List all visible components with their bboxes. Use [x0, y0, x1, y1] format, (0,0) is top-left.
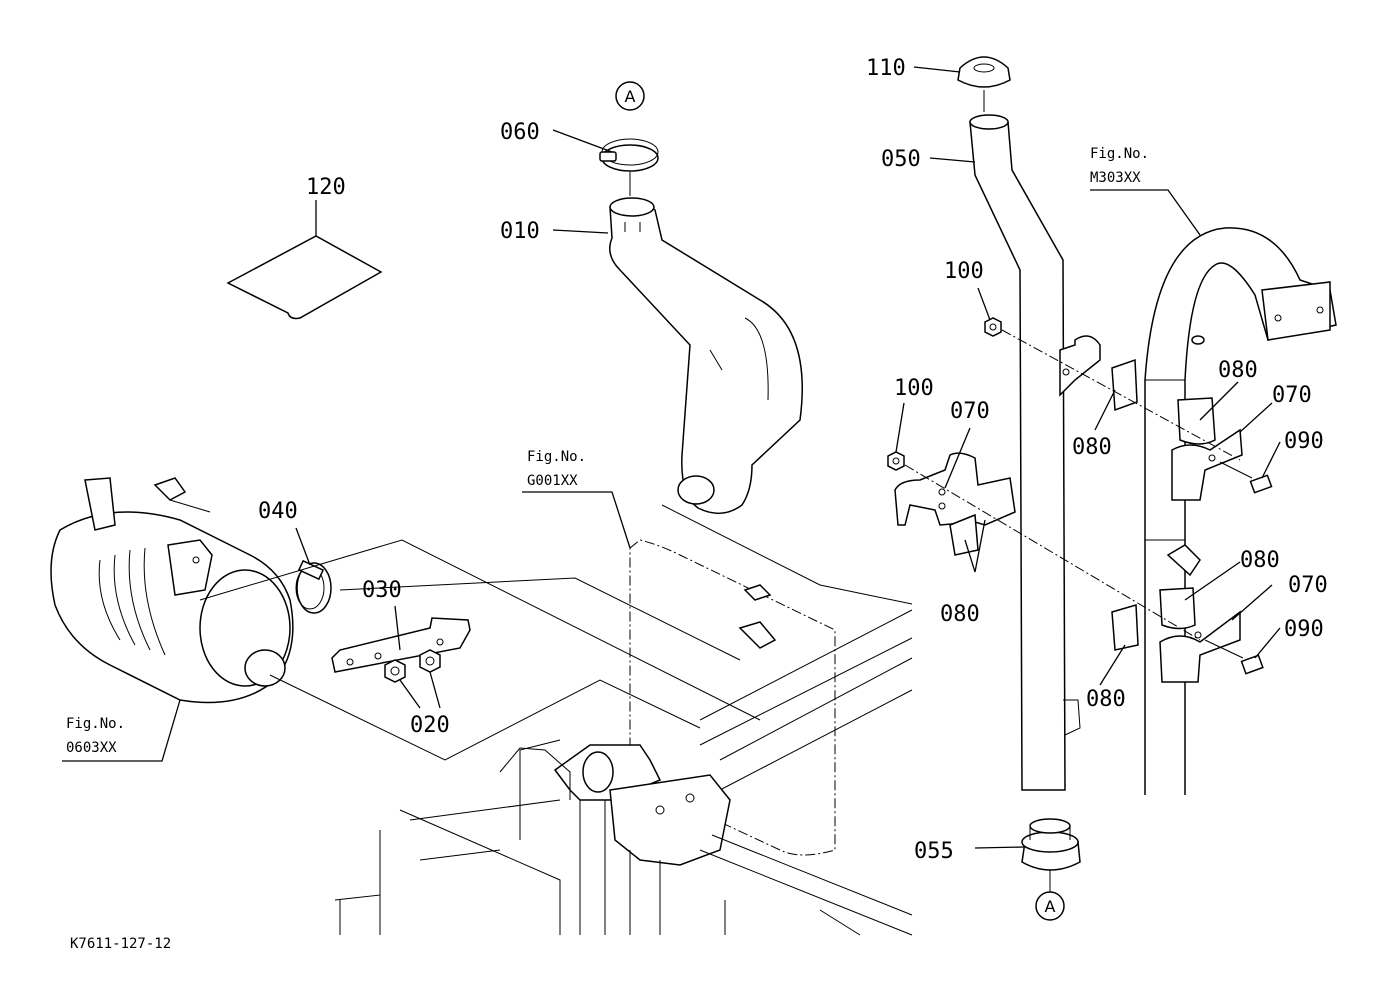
marker-a-bottom: A [1035, 891, 1065, 921]
label-080-lower-right: 080 [1240, 548, 1280, 573]
nut-100-lower [887, 451, 905, 471]
hose-clamp-040 [295, 559, 332, 614]
engine-frame [334, 539, 913, 936]
tailpipe-reference [1144, 227, 1337, 795]
svg-text:Fig.No.: Fig.No. [527, 449, 586, 465]
svg-text:0603XX: 0603XX [66, 740, 117, 756]
svg-text:M303XX: M303XX [1090, 170, 1141, 186]
clamp-left-group [894, 452, 1016, 556]
label-050: 050 [881, 147, 921, 172]
fig-ref-0603: Fig.No. 0603XX [66, 716, 125, 756]
label-055: 055 [914, 839, 954, 864]
label-090-lower: 090 [1284, 617, 1324, 642]
clamp-lower-mid [1111, 604, 1139, 651]
exhaust-pipe-050 [969, 114, 1081, 791]
alignment-lines [904, 329, 1241, 641]
label-070-left: 070 [950, 399, 990, 424]
label-080-upper-right: 080 [1218, 358, 1258, 383]
label-060: 060 [500, 120, 540, 145]
rain-cap-110 [957, 56, 1011, 112]
air-cleaner [50, 477, 294, 704]
decal-sheet-120 [226, 235, 383, 320]
fig-ref-g001: Fig.No. G001XX [527, 449, 586, 489]
label-080-mid: 080 [1072, 435, 1112, 460]
marker-a-top: A [615, 81, 645, 111]
svg-text:Fig.No.: Fig.No. [1090, 146, 1149, 162]
svg-text:Fig.No.: Fig.No. [66, 716, 125, 732]
label-090-upper: 090 [1284, 429, 1324, 454]
label-080-left: 080 [940, 602, 980, 627]
svg-text:A: A [1045, 897, 1056, 916]
svg-text:A: A [625, 87, 636, 106]
intake-pipe-010 [609, 197, 803, 514]
label-120: 120 [306, 175, 346, 200]
leader-lines [62, 66, 1281, 849]
nuts-020 [384, 649, 441, 683]
bolt-090-lower [1204, 639, 1264, 675]
label-040: 040 [258, 499, 298, 524]
nut-100-upper [984, 317, 1002, 337]
svg-text:G001XX: G001XX [527, 473, 578, 489]
rubber-boot-055 [1021, 818, 1081, 893]
label-110: 110 [866, 56, 906, 81]
clamp-upper-mid [1059, 335, 1138, 412]
fig-ref-m303: Fig.No. M303XX [1090, 146, 1149, 186]
hose-clamp-060 [599, 138, 659, 196]
label-070-upper-right: 070 [1272, 383, 1312, 408]
clamp-upper-right [1171, 397, 1243, 501]
construction-lines [199, 504, 913, 761]
label-100-upper: 100 [944, 259, 984, 284]
label-030: 030 [362, 578, 402, 603]
label-070-lower-right: 070 [1288, 573, 1328, 598]
drawing-code: K7611-127-12 [70, 936, 171, 952]
label-020: 020 [410, 713, 450, 738]
bolt-090-upper [1219, 461, 1273, 494]
label-100-lower: 100 [894, 376, 934, 401]
part-labels: 060 010 120 110 050 100 100 070 080 080 … [258, 56, 1328, 864]
label-080-lower-mid: 080 [1086, 687, 1126, 712]
label-010: 010 [500, 219, 540, 244]
bracket-030 [331, 617, 471, 673]
